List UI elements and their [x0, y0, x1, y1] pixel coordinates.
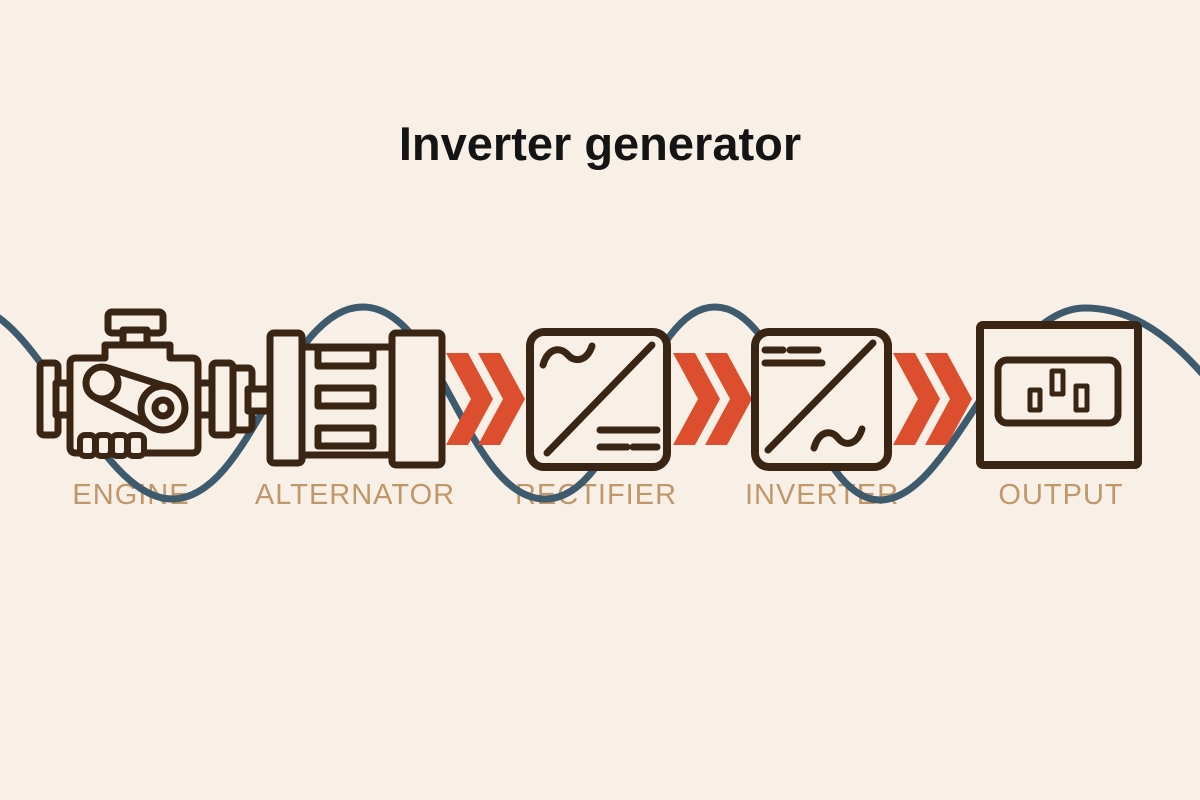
- alternator-icon: [244, 329, 446, 469]
- double-chevron-right-icon: [893, 353, 972, 445]
- double-chevron-right-icon: [446, 353, 525, 445]
- stage-label-inverter: INVERTER: [744, 479, 900, 511]
- double-chevron-right-icon: [673, 353, 752, 445]
- rectifier-icon: [526, 328, 671, 471]
- page-title: Inverter generator: [398, 117, 802, 170]
- inverter-icon: [751, 328, 892, 471]
- stage-label-alternator: ALTERNATOR: [254, 479, 456, 511]
- stage-label-output: OUTPUT: [998, 479, 1124, 511]
- stage-label-rectifier: RECTIFIER: [514, 479, 678, 511]
- power-outlet-icon: [976, 321, 1142, 469]
